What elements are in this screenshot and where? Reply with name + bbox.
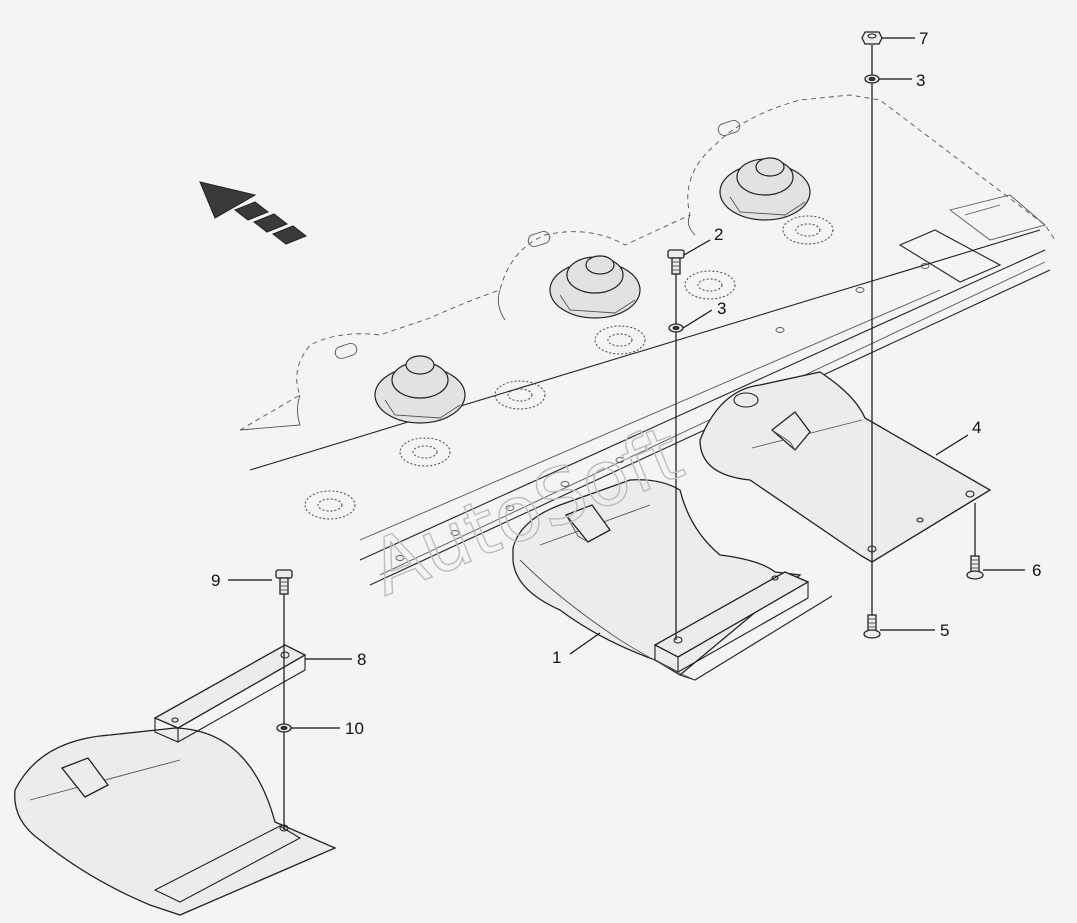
callouts: 1 2 3 3 4 5 6 7 8 9 10 [211, 29, 1041, 738]
direction-arrow-icon [199, 181, 308, 245]
cutter-bar-frame [239, 94, 1056, 586]
washer-3-top [864, 74, 880, 84]
cutter-discs [304, 215, 834, 520]
bolt-5 [863, 614, 881, 639]
skid-plate-lower-left [14, 727, 337, 916]
callout-9: 9 [211, 571, 220, 590]
skid-plate-4 [699, 371, 992, 563]
rotor-hub-2 [549, 255, 641, 319]
callout-6: 6 [1032, 561, 1041, 580]
callout-7: 7 [919, 29, 928, 48]
nut-icon [861, 31, 883, 45]
rotor-hub-3 [719, 157, 811, 221]
callout-3-middle: 3 [717, 299, 726, 318]
bolt-9 [275, 569, 293, 595]
washer-10 [276, 723, 292, 733]
spacer-bar-8 [153, 644, 307, 743]
callout-10: 10 [345, 719, 364, 738]
washer-icon [668, 323, 684, 333]
callout-8: 8 [357, 650, 366, 669]
callout-1: 1 [552, 648, 561, 667]
skid-plate-1 [512, 479, 833, 681]
bolt-6 [966, 555, 984, 580]
callout-2: 2 [714, 225, 723, 244]
bolt-icon [667, 249, 685, 275]
rotor-hub-1 [374, 355, 466, 424]
callout-5: 5 [940, 621, 949, 640]
leader-lines [228, 37, 1025, 729]
callout-4: 4 [972, 418, 981, 437]
callout-3-top: 3 [916, 71, 925, 90]
